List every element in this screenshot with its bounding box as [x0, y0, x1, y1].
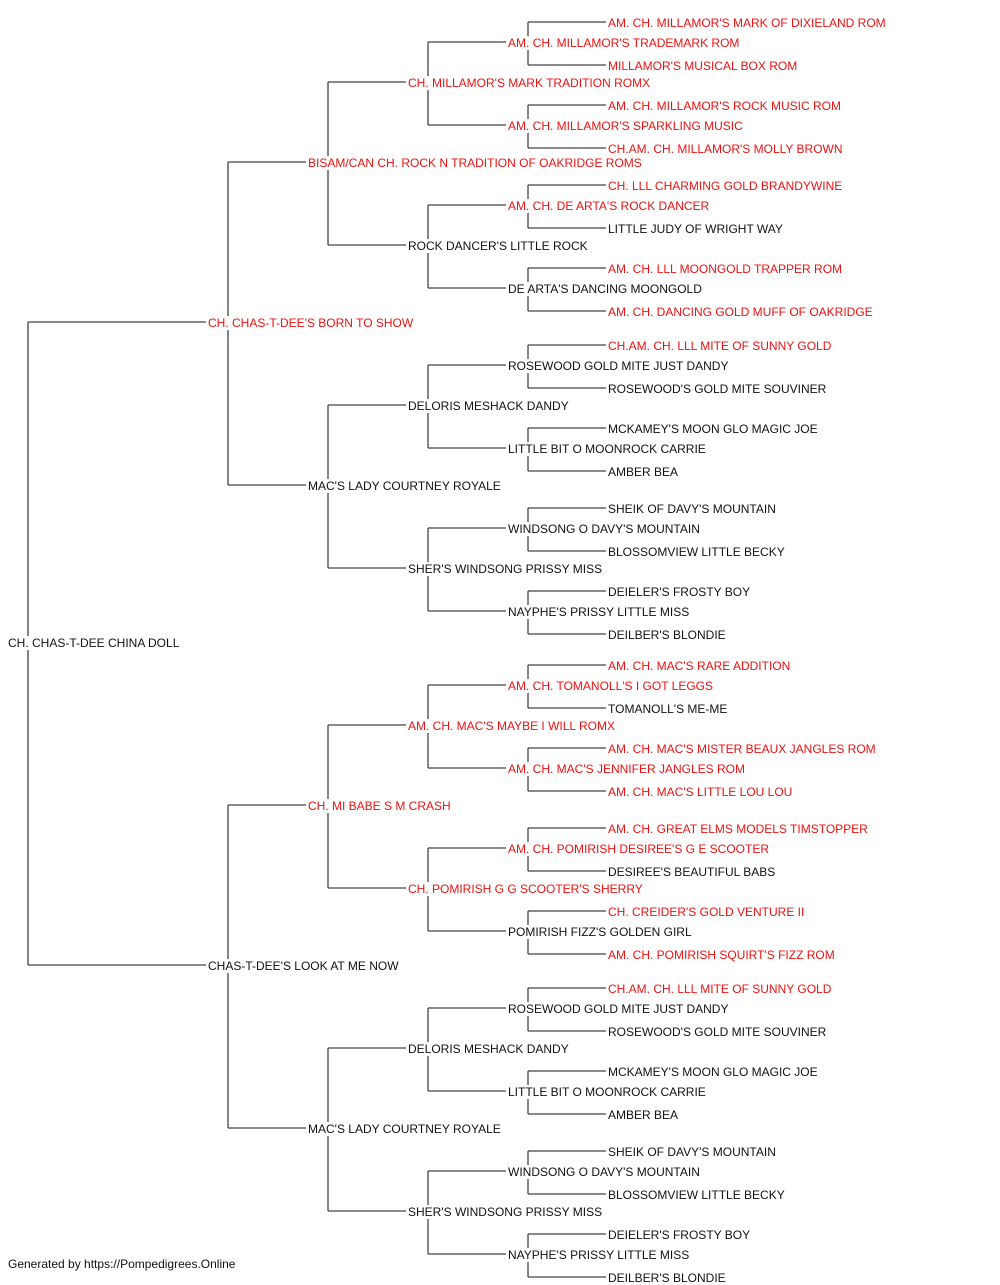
ancestor-name-gen4: AM. CH. MILLAMOR'S SPARKLING MUSIC	[508, 119, 744, 133]
ancestor-name-gen5: AM. CH. MILLAMOR'S ROCK MUSIC ROM	[608, 99, 842, 113]
ancestor-name-gen5: TOMANOLL'S ME-ME	[608, 702, 729, 716]
ancestor-name-gen3: SHER'S WINDSONG PRISSY MISS	[408, 1205, 604, 1219]
ancestor-name-gen5: ROSEWOOD'S GOLD MITE SOUVINER	[608, 382, 828, 396]
ancestor-name-gen4: AM. CH. POMIRISH DESIREE'S G E SCOOTER	[508, 842, 770, 856]
ancestor-name-gen1: CHAS-T-DEE'S LOOK AT ME NOW	[208, 959, 400, 973]
ancestor-name-gen5: DEILBER'S BLONDIE	[608, 1271, 727, 1285]
ancestor-name-gen5: ROSEWOOD'S GOLD MITE SOUVINER	[608, 1025, 828, 1039]
ancestor-name-gen5: CH.AM. CH. LLL MITE OF SUNNY GOLD	[608, 339, 833, 353]
ancestor-name-gen5: CH.AM. CH. MILLAMOR'S MOLLY BROWN	[608, 142, 844, 156]
ancestor-name-gen5: DEILBER'S BLONDIE	[608, 628, 727, 642]
ancestor-name-gen2: MAC'S LADY COURTNEY ROYALE	[308, 1122, 502, 1136]
ancestor-name-gen5: DEIELER'S FROSTY BOY	[608, 585, 752, 599]
ancestor-name-gen5: CH.AM. CH. LLL MITE OF SUNNY GOLD	[608, 982, 833, 996]
ancestor-name-gen5: LITTLE JUDY OF WRIGHT WAY	[608, 222, 784, 236]
ancestor-name-gen5: AM. CH. MILLAMOR'S MARK OF DIXIELAND ROM	[608, 16, 887, 30]
ancestor-name-gen3: DELORIS MESHACK DANDY	[408, 1042, 570, 1056]
ancestor-name-gen3: DELORIS MESHACK DANDY	[408, 399, 570, 413]
subject-dog-name: CH. CHAS-T-DEE CHINA DOLL	[8, 636, 181, 650]
ancestor-name-gen4: AM. CH. MAC'S JENNIFER JANGLES ROM	[508, 762, 746, 776]
ancestor-name-gen4: DE ARTA'S DANCING MOONGOLD	[508, 282, 703, 296]
ancestor-name-gen2: MAC'S LADY COURTNEY ROYALE	[308, 479, 502, 493]
ancestor-name-gen4: AM. CH. DE ARTA'S ROCK DANCER	[508, 199, 711, 213]
ancestor-name-gen5: AM. CH. MAC'S MISTER BEAUX JANGLES ROM	[608, 742, 877, 756]
ancestor-name-gen4: AM. CH. TOMANOLL'S I GOT LEGGS	[508, 679, 715, 693]
ancestor-name-gen3: CH. MILLAMOR'S MARK TRADITION ROMX	[408, 76, 652, 90]
ancestor-name-gen5: SHEIK OF DAVY'S MOUNTAIN	[608, 502, 777, 516]
ancestor-name-gen3: ROCK DANCER'S LITTLE ROCK	[408, 239, 589, 253]
ancestor-name-gen5: MILLAMOR'S MUSICAL BOX ROM	[608, 59, 799, 73]
ancestor-name-gen5: DEIELER'S FROSTY BOY	[608, 1228, 752, 1242]
ancestor-name-gen4: WINDSONG O DAVY'S MOUNTAIN	[508, 522, 701, 536]
ancestor-name-gen5: AM. CH. GREAT ELMS MODELS TIMSTOPPER	[608, 822, 869, 836]
ancestor-name-gen4: ROSEWOOD GOLD MITE JUST DANDY	[508, 359, 730, 373]
ancestor-name-gen4: WINDSONG O DAVY'S MOUNTAIN	[508, 1165, 701, 1179]
ancestor-name-gen3: SHER'S WINDSONG PRISSY MISS	[408, 562, 604, 576]
ancestor-name-gen5: AM. CH. MAC'S LITTLE LOU LOU	[608, 785, 794, 799]
ancestor-name-gen5: CH. CREIDER'S GOLD VENTURE II	[608, 905, 806, 919]
ancestor-name-gen4: AM. CH. MILLAMOR'S TRADEMARK ROM	[508, 36, 741, 50]
ancestor-name-gen5: AM. CH. LLL MOONGOLD TRAPPER ROM	[608, 262, 844, 276]
ancestor-name-gen5: MCKAMEY'S MOON GLO MAGIC JOE	[608, 1065, 819, 1079]
ancestor-name-gen4: LITTLE BIT O MOONROCK CARRIE	[508, 1085, 707, 1099]
ancestor-name-gen5: DESIREE'S BEAUTIFUL BABS	[608, 865, 777, 879]
ancestor-name-gen4: POMIRISH FIZZ'S GOLDEN GIRL	[508, 925, 693, 939]
ancestor-name-gen5: SHEIK OF DAVY'S MOUNTAIN	[608, 1145, 777, 1159]
ancestor-name-gen5: MCKAMEY'S MOON GLO MAGIC JOE	[608, 422, 819, 436]
ancestor-name-gen2: CH. MI BABE S M CRASH	[308, 799, 452, 813]
ancestor-name-gen4: LITTLE BIT O MOONROCK CARRIE	[508, 442, 707, 456]
ancestor-name-gen4: NAYPHE'S PRISSY LITTLE MISS	[508, 605, 691, 619]
ancestor-name-gen1: CH. CHAS-T-DEE'S BORN TO SHOW	[208, 316, 415, 330]
generated-by-footer: Generated by https://Pompedigrees.Online	[8, 1257, 236, 1271]
ancestor-name-gen3: CH. POMIRISH G G SCOOTER'S SHERRY	[408, 882, 644, 896]
ancestor-name-gen4: ROSEWOOD GOLD MITE JUST DANDY	[508, 1002, 730, 1016]
ancestor-name-gen5: AM. CH. POMIRISH SQUIRT'S FIZZ ROM	[608, 948, 836, 962]
ancestor-name-gen5: CH. LLL CHARMING GOLD BRANDYWINE	[608, 179, 844, 193]
ancestor-name-gen3: AM. CH. MAC'S MAYBE I WILL ROMX	[408, 719, 616, 733]
ancestor-name-gen5: AMBER BEA	[608, 465, 680, 479]
ancestor-name-gen5: AMBER BEA	[608, 1108, 680, 1122]
ancestor-name-gen5: BLOSSOMVIEW LITTLE BECKY	[608, 545, 786, 559]
ancestor-name-gen5: AM. CH. MAC'S RARE ADDITION	[608, 659, 792, 673]
ancestor-name-gen2: BISAM/CAN CH. ROCK N TRADITION OF OAKRID…	[308, 156, 643, 170]
ancestor-name-gen4: NAYPHE'S PRISSY LITTLE MISS	[508, 1248, 691, 1262]
ancestor-name-gen5: BLOSSOMVIEW LITTLE BECKY	[608, 1188, 786, 1202]
ancestor-name-gen5: AM. CH. DANCING GOLD MUFF OF OAKRIDGE	[608, 305, 874, 319]
